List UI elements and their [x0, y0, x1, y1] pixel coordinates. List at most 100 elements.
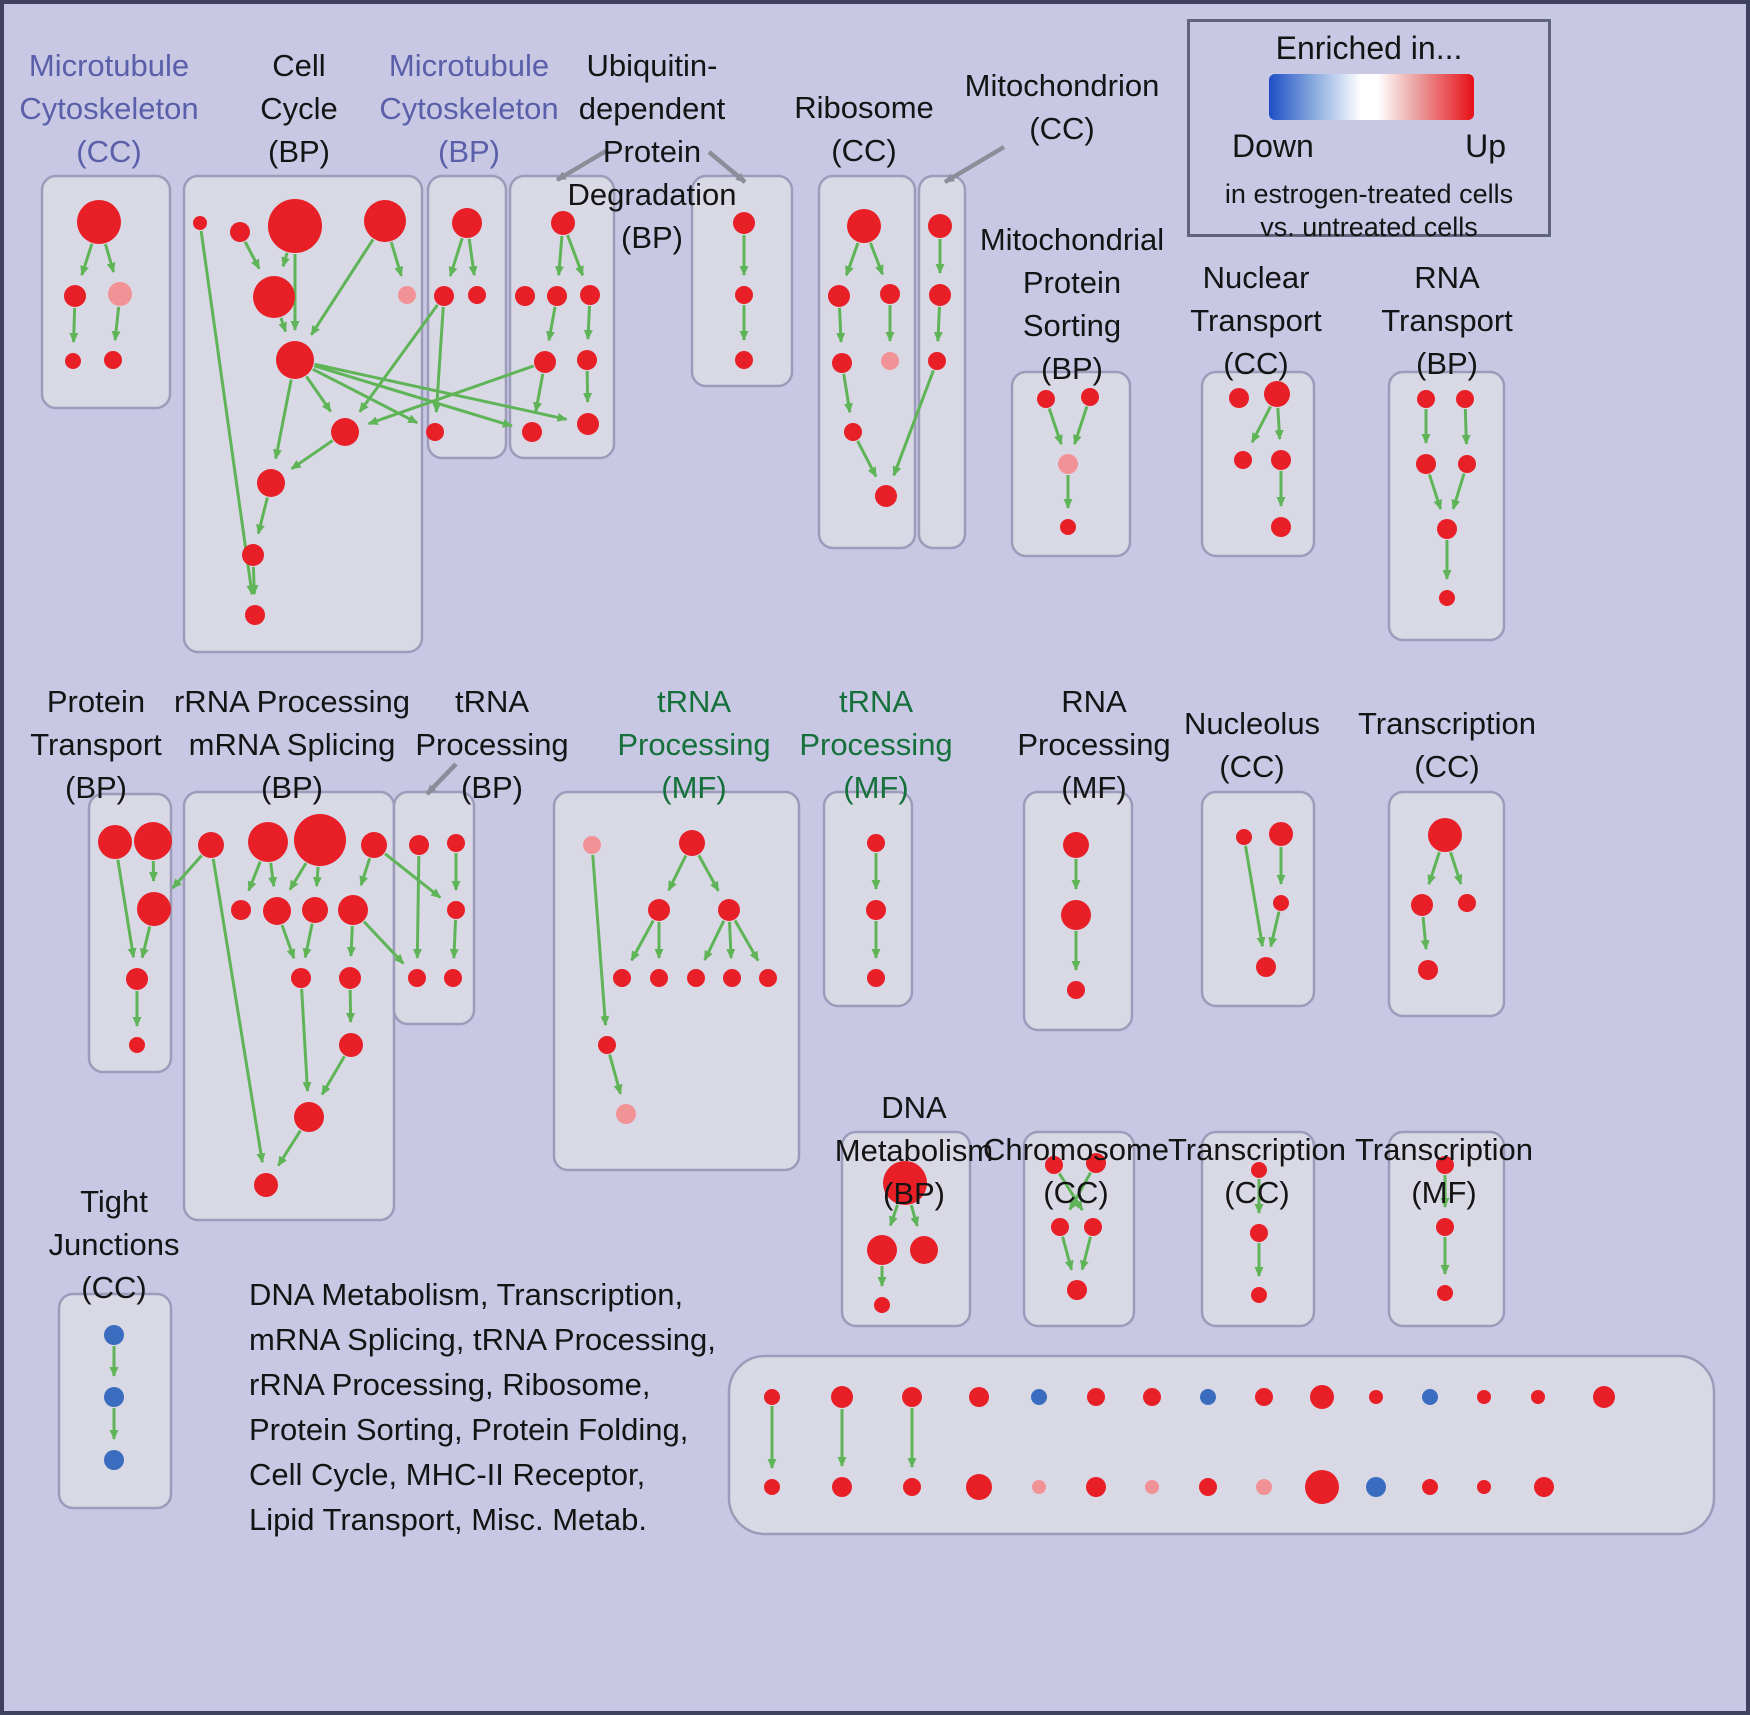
cluster-box-chromosome: [1022, 1130, 1136, 1328]
microtubule-bp-node-2: [468, 286, 486, 304]
microtubule-bp-node-0: [452, 208, 482, 238]
transcription-cc-lower-node-2: [1251, 1287, 1267, 1303]
protein-transport-node-2: [137, 892, 171, 926]
protein-transport-node-1: [134, 822, 172, 860]
misc-metab-node-28: [1534, 1477, 1554, 1497]
cell-cycle-node-7: [331, 418, 359, 446]
edge: [412, 855, 422, 960]
legend-title: Enriched in...: [1275, 30, 1463, 66]
trna-mf-large-node-9: [598, 1036, 616, 1054]
edge: [116, 859, 137, 959]
trna-mf-small-node-2: [867, 969, 885, 987]
edge: [362, 920, 405, 965]
label-trna-mf-large: tRNA Processing (MF): [617, 684, 771, 805]
trna-mf-large-node-10: [616, 1104, 636, 1124]
edge: [80, 243, 94, 277]
dna-metabolism-node-1: [867, 1235, 897, 1265]
trna-mf-small-node-1: [866, 900, 886, 920]
ubiquitin-left-node-4: [534, 351, 556, 373]
misc-metab-node-13: [1531, 1390, 1545, 1404]
nucleolus-node-2: [1273, 895, 1289, 911]
mito-protein-sorting-node-3: [1060, 519, 1076, 535]
edge: [554, 235, 564, 277]
nucleolus-node-1: [1269, 822, 1293, 846]
edge: [314, 362, 568, 422]
mito-protein-sorting-node-0: [1037, 390, 1055, 408]
trna-mf-large-node-1: [679, 830, 705, 856]
edge: [909, 1204, 920, 1227]
label-tight-junctions: Tight Junctions (CC): [48, 1184, 180, 1305]
cluster-box-dna-metabolism: [840, 1130, 972, 1328]
misc-metab-node-27: [1477, 1480, 1491, 1494]
edge: [281, 252, 290, 268]
nucleolus-node-3: [1256, 957, 1276, 977]
trna-bp-node-3: [408, 969, 426, 987]
rna-transport-node-1: [1456, 390, 1474, 408]
edge: [1080, 1236, 1092, 1271]
trna-mf-large-node-4: [613, 969, 631, 987]
cluster-box-nuclear-transport: [1200, 370, 1316, 558]
pointer-arrow-3: [425, 762, 458, 796]
rrna-mrna-splicing-node-12: [254, 1173, 278, 1197]
cell-cycle-node-2: [268, 199, 322, 253]
transcription-cc-upper-node-1: [1411, 894, 1433, 916]
label-transcription-cc-lower: Transcription (CC): [1167, 1132, 1347, 1210]
edge: [1068, 1171, 1092, 1211]
nuclear-transport-node-2: [1234, 451, 1252, 469]
mito-protein-sorting-node-2: [1058, 454, 1078, 474]
microtubule-bp-node-1: [434, 286, 454, 306]
misc-metab-node-18: [966, 1474, 992, 1500]
protein-transport-node-4: [129, 1037, 145, 1053]
edge: [608, 1054, 623, 1095]
nucleolus-node-0: [1236, 829, 1252, 845]
edge: [1244, 845, 1266, 948]
edge: [367, 364, 535, 426]
misc-metab-node-11: [1422, 1389, 1438, 1405]
edge: [247, 860, 262, 892]
nuclear-transport-node-0: [1229, 388, 1249, 408]
misc-metab-node-26: [1422, 1479, 1438, 1495]
label-rna-transport: RNA Transport (BP): [1381, 260, 1513, 381]
edge: [277, 1129, 302, 1167]
edge: [546, 306, 557, 342]
edge: [305, 375, 332, 413]
label-trna-bp: tRNA Processing (BP): [415, 684, 569, 805]
label-transcription-mf: Transcription (MF): [1354, 1132, 1534, 1210]
misc-metab-node-17: [903, 1478, 921, 1496]
edge: [273, 379, 293, 460]
cell-cycle-node-8: [257, 469, 285, 497]
rrna-mrna-splicing-node-11: [294, 1102, 324, 1132]
microtubule-cc-node-1: [64, 285, 86, 307]
edge: [1451, 473, 1466, 510]
misc-metab-node-3: [969, 1387, 989, 1407]
edge: [310, 238, 375, 336]
cluster-box-trna-mf-small: [822, 790, 914, 1008]
pointer-arrows-layer: [425, 145, 1006, 796]
edge: [842, 373, 853, 414]
label-transcription-cc-upper: Transcription (CC): [1357, 706, 1537, 784]
transcription-cc-lower-node-1: [1250, 1224, 1268, 1242]
misc-metab-node-23: [1256, 1479, 1272, 1495]
trna-bp-node-4: [444, 969, 462, 987]
misc-metab-node-25: [1366, 1477, 1386, 1497]
edge: [1268, 911, 1281, 948]
misc-metab-node-8: [1255, 1388, 1273, 1406]
label-microtubule-cytoskeleton-cc: Microtubule Cytoskeleton (CC): [19, 48, 199, 169]
edge: [733, 919, 760, 962]
cluster-box-nucleolus: [1200, 790, 1316, 1008]
trna-bp-node-1: [447, 834, 465, 852]
cell-cycle-node-6: [276, 341, 314, 379]
misc-metab-node-2: [902, 1387, 922, 1407]
rrna-mrna-splicing-node-9: [339, 967, 361, 989]
transcription-cc-lower-node-0: [1251, 1162, 1267, 1178]
protein-transport-node-3: [126, 968, 148, 990]
ubiquitin-left-node-0: [551, 211, 575, 235]
rna-transport-node-4: [1437, 519, 1457, 539]
edge: [844, 242, 860, 277]
cluster-box-rna-transport: [1387, 370, 1506, 642]
edge: [139, 926, 152, 959]
label-microtubule-cytoskeleton-bp: Microtubule Cytoskeleton (BP): [379, 48, 559, 169]
edge: [1461, 408, 1471, 446]
edge: [1061, 1236, 1074, 1271]
rna-processing-mf-node-2: [1067, 981, 1085, 999]
